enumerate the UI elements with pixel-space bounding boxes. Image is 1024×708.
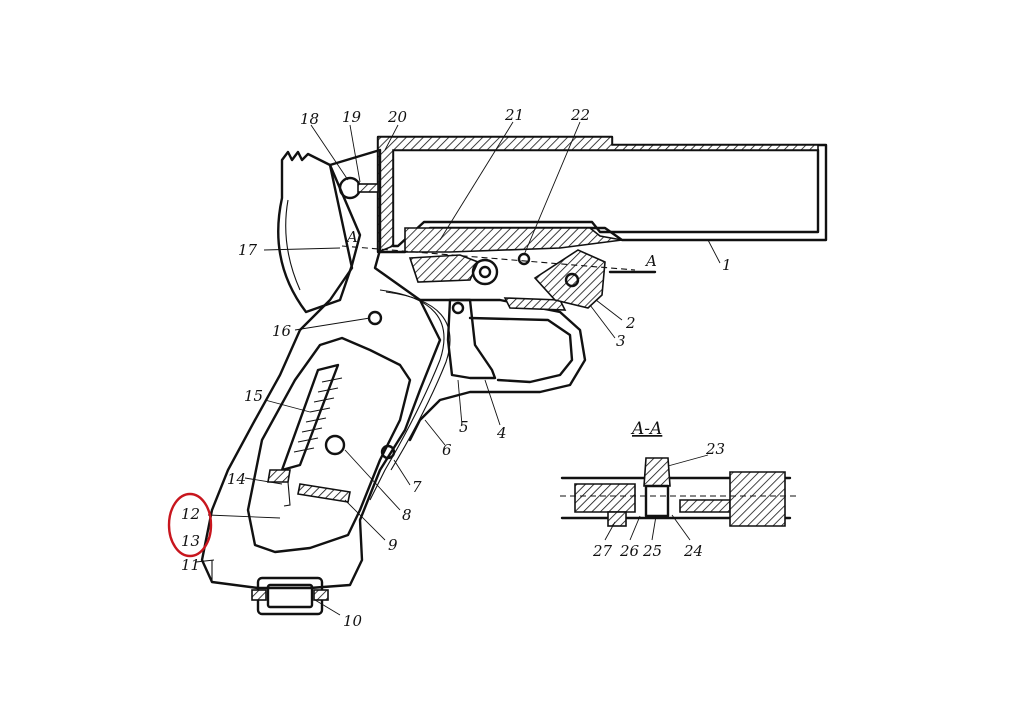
- label-18: 18: [300, 110, 319, 128]
- part-labels: 1 2 3 4 5 6 7 8 9 10 11 12 13 14 15 16 1…: [181, 106, 732, 630]
- trigger-guard: [408, 297, 587, 442]
- section-line: A A: [341, 228, 657, 274]
- trigger-spring: [369, 289, 451, 501]
- label-5: 5: [459, 418, 469, 436]
- label-13: 13: [181, 532, 200, 550]
- label-15: 15: [244, 387, 263, 405]
- label-7: 7: [412, 478, 422, 496]
- label-16: 16: [272, 322, 292, 340]
- label-12: 12: [181, 505, 200, 523]
- label-21: 21: [504, 106, 524, 124]
- label-25: 25: [642, 542, 662, 560]
- trigger: [446, 298, 497, 380]
- section-mark-left: A: [345, 228, 358, 246]
- locking-lever: [408, 249, 606, 309]
- label-4: 4: [496, 424, 507, 442]
- label-23: 23: [705, 440, 725, 458]
- label-3: 3: [616, 332, 626, 350]
- lanyard-ring: [251, 576, 329, 616]
- label-8: 8: [402, 506, 412, 524]
- frame-and-grip: [200, 148, 442, 590]
- section-mark-right: A: [644, 252, 657, 270]
- label-22: 22: [570, 106, 590, 124]
- label-17: 17: [238, 241, 258, 259]
- section-aa-detail: A-A: [560, 419, 800, 527]
- section-title: A-A: [630, 419, 662, 439]
- label-2: 2: [625, 314, 636, 332]
- label-10: 10: [343, 612, 363, 630]
- label-9: 9: [388, 536, 398, 554]
- mainspring: [267, 310, 383, 507]
- label-24: 24: [683, 542, 703, 560]
- barrel: [376, 135, 828, 254]
- label-26: 26: [619, 542, 640, 560]
- label-20: 20: [387, 108, 408, 126]
- highlight-circle: [167, 492, 213, 558]
- firing-pin: [338, 176, 379, 200]
- label-6: 6: [442, 441, 452, 459]
- label-27: 27: [592, 542, 613, 560]
- label-1: 1: [722, 256, 732, 274]
- label-19: 19: [342, 108, 362, 126]
- label-11: 11: [181, 556, 200, 574]
- label-14: 14: [227, 470, 246, 488]
- leader-lines: [195, 121, 721, 616]
- hammer: [277, 150, 362, 314]
